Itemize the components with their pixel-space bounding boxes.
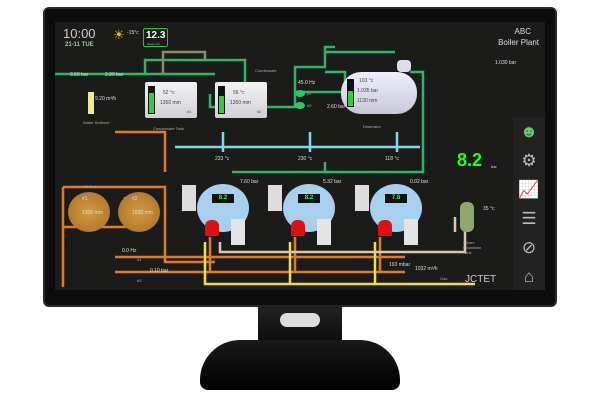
sidebar-reports-icon[interactable]: ☰ (521, 209, 537, 228)
gas-pressure: 193 mbar (389, 262, 411, 268)
boiler-3-burner[interactable] (378, 220, 392, 236)
sidebar-settings-icon[interactable]: ⚙ (521, 151, 537, 170)
boiler-2-control-panel[interactable] (317, 219, 331, 245)
condensate-tank-1[interactable]: 52 °c 1350 mm #1 (145, 82, 197, 118)
boiler-1-gauge (182, 185, 196, 211)
deaerator-label: Deaerator (363, 124, 381, 129)
gas-label: Gas (440, 276, 448, 281)
feed-pressure-2: 2.80 bar (105, 72, 124, 78)
steam-header-pressure: 8.2 (457, 150, 483, 170)
blowdown-label: Steam Blowdown Tank (463, 240, 482, 255)
weather-temp: -15°c (127, 30, 139, 36)
boiler-1-control-panel[interactable] (231, 219, 245, 245)
sidebar-trends-icon[interactable]: 📈 (518, 180, 540, 199)
monitor-stand-neck (258, 305, 342, 345)
blowdown-temp: 35 °c (483, 206, 495, 212)
condensate-tank-label: Condensate Tank (153, 126, 185, 131)
sidebar: ☻ ⚙ 📈 ☰ ⊘ ⌂ (513, 117, 545, 290)
deaerator[interactable]: 103 °c 1.035 bar 1130 mm (341, 72, 417, 114)
boiler-3-stack-temp: 118 °c (385, 156, 399, 162)
feed-pump-2[interactable] (295, 102, 305, 109)
deaerator-dome (397, 60, 411, 72)
boiler-1-burner[interactable] (205, 220, 219, 236)
boiler-1-stack-temp: 233 °c (215, 156, 230, 162)
condensate-label: Condensate (255, 68, 277, 73)
scada-screen: 10:00 21-11 TUE ☀ -15°c 12.3 Steam t/h A… (55, 22, 545, 290)
boiler-3-gauge (355, 185, 369, 211)
monitor-stand-base (200, 340, 400, 390)
pump-1-label: #1 (307, 91, 312, 96)
boiler-1-pressure: 7.60 bar (240, 179, 259, 185)
oil-pump-2[interactable]: #2 (137, 278, 142, 283)
sidebar-home-icon[interactable]: ⌂ (523, 267, 535, 286)
oil-pump-freq: 0.0 Hz (122, 248, 137, 254)
deaerator-outlet-pressure: 1.030 bar (495, 60, 517, 66)
steam-header-unit: bar (491, 164, 497, 169)
boiler-2-burner[interactable] (291, 220, 305, 236)
oil-pressure: 0.10 bar (150, 268, 169, 274)
feed-flow: 9.20 m³/h (95, 96, 117, 102)
pump-2-label: #2 (307, 103, 312, 108)
plant-title-2: Boiler Plant (498, 38, 539, 47)
oil-tank-label: Oil Tank (83, 184, 98, 189)
sidebar-operator-icon[interactable]: ☻ (520, 122, 538, 141)
clock-date: 21-11 TUE (65, 42, 94, 48)
boiler-3-pressure: 0.02 bar (410, 179, 429, 185)
feed-pump-pressure: 2.60 bar (327, 104, 346, 110)
weather-icon: ☀ (113, 27, 125, 42)
clock-time: 10:00 (63, 26, 96, 41)
softener-label: Water Softener (83, 120, 110, 125)
oil-pump-1[interactable]: #1 (137, 257, 142, 262)
brand-logo: JCTET (465, 274, 497, 285)
feed-pressure-1: 3.50 bar (70, 72, 89, 78)
gas-flow: 1032 m³/h (415, 266, 438, 272)
feed-pump-freq: 45.0 Hz (298, 80, 316, 86)
boiler-3-control-panel[interactable] (404, 219, 418, 245)
steam-output-widget[interactable]: 12.3 Steam t/h (143, 28, 168, 47)
water-softener[interactable] (88, 92, 94, 114)
feed-pump-1[interactable] (295, 90, 305, 97)
blowdown-tank[interactable] (460, 202, 474, 232)
condensate-tank-2[interactable]: 56 °c 1350 mm #2 (215, 82, 267, 118)
boiler-2-stack-temp: 230 °c (298, 156, 313, 162)
plant-title-1: ABC (514, 27, 531, 36)
boiler-2-pressure: 5.32 bar (323, 179, 342, 185)
oil-tank-1[interactable]: #1 1200 mm (68, 192, 110, 232)
sidebar-alarm-mute-icon[interactable]: ⊘ (521, 238, 537, 257)
oil-tank-2[interactable]: #2 1600 mm (118, 192, 160, 232)
boiler-2-gauge (268, 185, 282, 211)
